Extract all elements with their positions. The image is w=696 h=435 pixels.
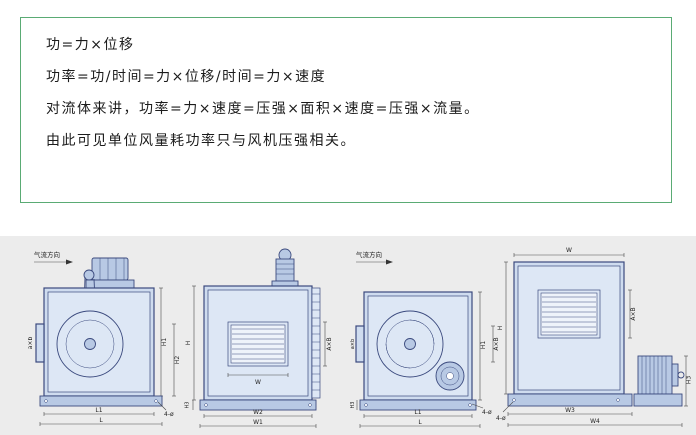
airflow-label: 气流方向 — [34, 250, 60, 259]
diagram-direct-drive-fan-side-view: 气流方向 a×b — [350, 250, 500, 428]
holes-label: 4-ø — [496, 415, 506, 422]
dimension-l: L — [359, 419, 481, 428]
dim-label-h3: H3 — [350, 402, 356, 409]
dimension-w: W — [227, 373, 289, 386]
dimension-w1: W1 — [199, 419, 317, 428]
dim-label-w1: W1 — [253, 419, 263, 426]
dim-label-h: H — [185, 341, 192, 346]
dim-label-h3: H3 — [185, 402, 191, 409]
dim-label-h2: H2 — [174, 356, 181, 365]
dim-label-w: W — [255, 379, 261, 386]
base-frame — [359, 399, 477, 411]
dim-label-l1: L1 — [95, 407, 102, 414]
dim-label-h: H — [497, 326, 504, 331]
dimension-l1: L1 — [363, 409, 473, 418]
dim-label-h1: H1 — [161, 338, 168, 347]
motor — [633, 355, 685, 407]
dim-label-axb: A×B — [493, 337, 500, 350]
formula-line-3: 对流体来讲，功率=力×速度=压强×面积×速度=压强×流量。 — [46, 101, 480, 117]
motor — [271, 248, 299, 287]
mounting-holes-callout: 4-ø — [157, 401, 174, 418]
fan-impeller — [56, 310, 124, 378]
base-frame — [507, 393, 633, 407]
dimension-w4: W4 — [507, 418, 683, 427]
holes-label: 4-ø — [482, 409, 492, 416]
dimension-h1: H1 — [478, 291, 487, 401]
dimension-h1: H1 — [159, 287, 168, 397]
side-ribs — [311, 287, 321, 399]
fan-diagram-strip: 气流方向 — [0, 236, 696, 435]
dimension-h: H — [497, 261, 508, 395]
motor — [435, 361, 465, 391]
formula-box: 功=力×位移 功率=功/时间=力×位移/时间=力×速度 对流体来讲，功率=力×速… — [20, 17, 672, 203]
diagram-fan-front-view-side-motor: W A×B H — [496, 247, 693, 427]
formula-line-2: 功率=功/时间=力×位移/时间=力×速度 — [46, 69, 327, 85]
dimension-axb: A×B — [323, 321, 333, 367]
airflow-direction-arrow: 气流方向 — [356, 250, 393, 265]
fan-impeller — [376, 310, 444, 378]
dimension-l: L — [39, 417, 163, 426]
dim-label-h3: H3 — [686, 376, 693, 385]
dim-label-w3: W3 — [565, 407, 575, 414]
dim-label-inlet-axb: a×b — [28, 337, 34, 350]
dimension-h2: H2 — [172, 323, 181, 397]
dimension-w3: W3 — [507, 407, 633, 416]
diagram-belt-drive-fan-side-view: 气流方向 — [28, 250, 181, 426]
airflow-direction-arrow: 气流方向 — [34, 250, 73, 265]
dim-label-h1: H1 — [480, 341, 487, 350]
dimension-l1: L1 — [43, 407, 155, 416]
dim-label-l: L — [99, 417, 103, 424]
dimension-h: H — [185, 285, 196, 401]
dim-label-inlet-axb: a×b — [350, 339, 356, 349]
holes-label: 4-ø — [164, 411, 174, 418]
dim-label-axb: A×B — [326, 337, 333, 350]
formula-line-4: 由此可见单位风量耗功率只与风机压强相关。 — [46, 133, 356, 149]
base-frame — [199, 399, 317, 411]
fan-casing — [43, 287, 155, 397]
dim-label-w4: W4 — [590, 418, 600, 425]
dimension-h3: H3 — [185, 400, 194, 410]
inlet-duct — [355, 325, 365, 363]
dim-label-axb: A×B — [630, 307, 637, 320]
inlet-duct — [35, 323, 45, 363]
dimension-h3: H3 — [684, 355, 693, 407]
formula-line-1: 功=力×位移 — [46, 37, 135, 53]
diagram-fan-front-view-top-motor: W H A×B H3 — [185, 248, 333, 428]
dim-label-l1: L1 — [414, 409, 421, 416]
outlet-grille — [537, 289, 601, 339]
outlet-grille — [227, 321, 289, 367]
mounting-holes-callout: 4-ø — [496, 401, 514, 422]
dimension-w2: W2 — [203, 409, 313, 418]
mounting-holes-callout: 4-ø — [471, 403, 492, 416]
dim-label-w2: W2 — [253, 409, 263, 416]
dimension-axb: A×B — [628, 289, 637, 339]
airflow-label: 气流方向 — [356, 250, 382, 259]
dimension-w: W — [513, 247, 625, 257]
dim-label-w: W — [566, 247, 572, 254]
dim-label-l: L — [418, 419, 422, 426]
base-frame — [39, 395, 163, 407]
dimension-axb: A×B — [491, 325, 500, 363]
dimension-h3: H3 — [350, 400, 358, 410]
